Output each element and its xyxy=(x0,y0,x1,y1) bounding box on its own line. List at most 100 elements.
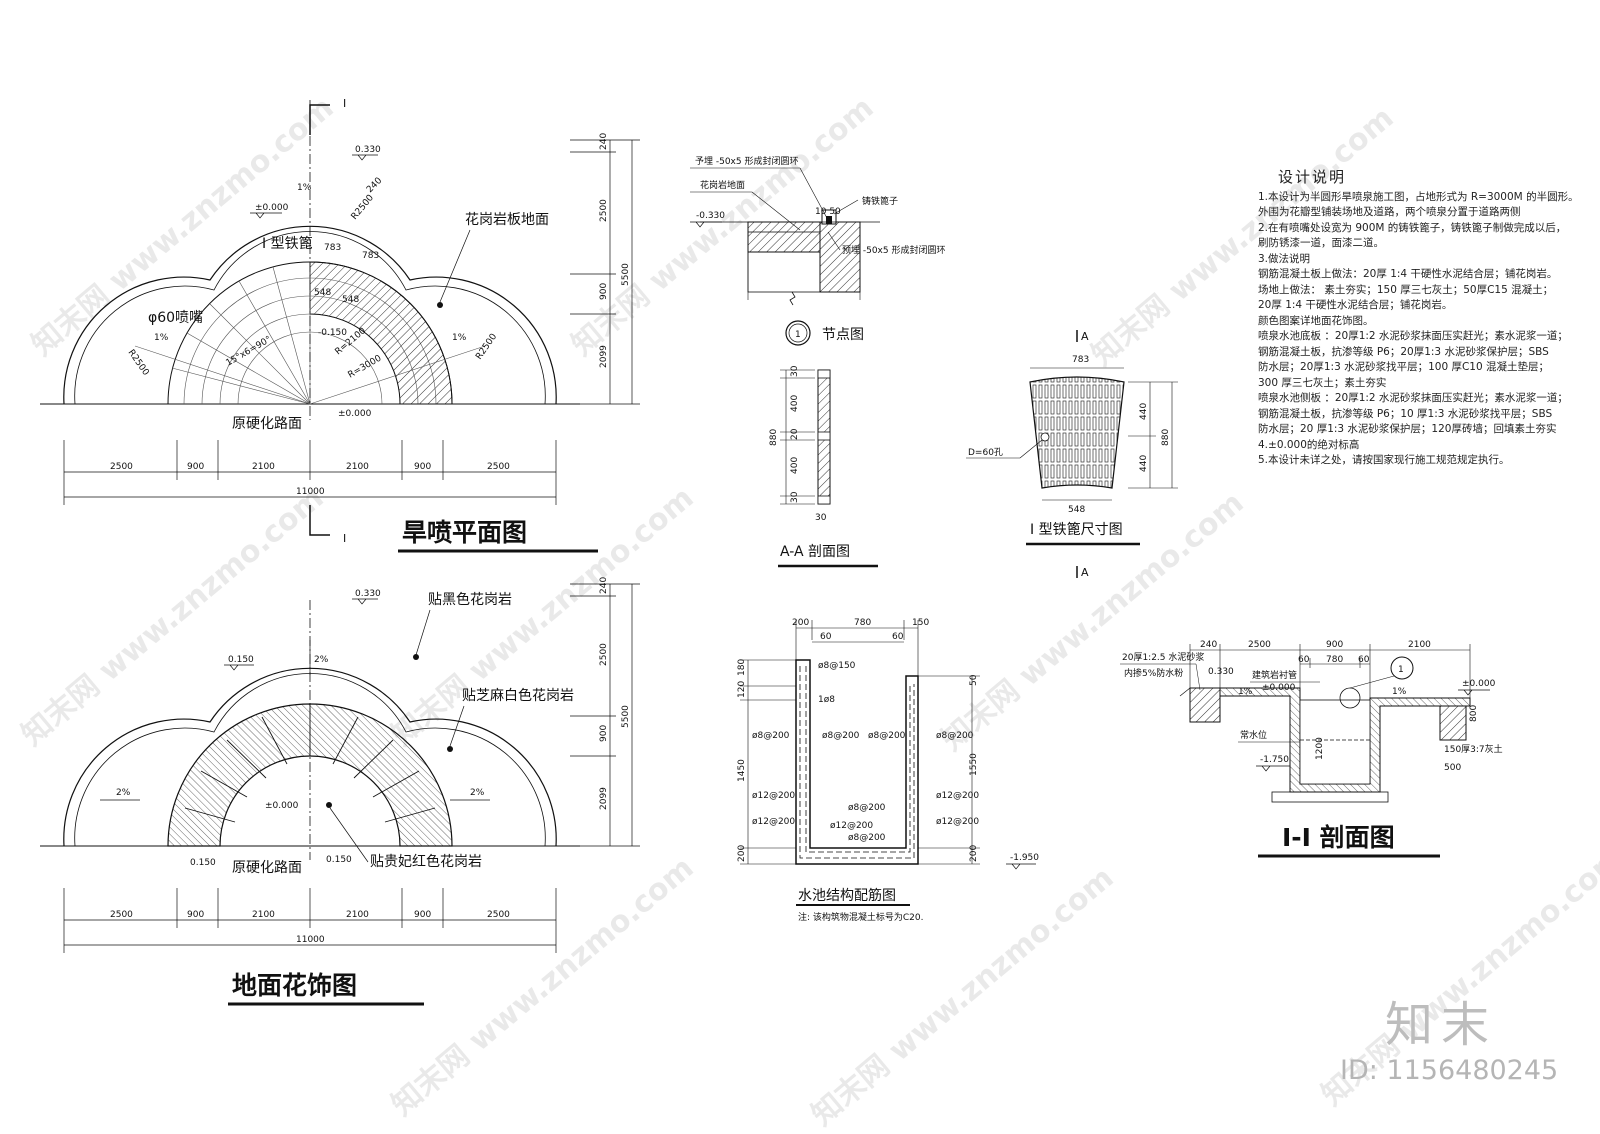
grate-title: I 型铁篦尺寸图 xyxy=(1030,522,1123,538)
pattern-dim-v-2: 2500 xyxy=(599,643,609,666)
pool-title: 水池结构配筋图 xyxy=(798,887,896,904)
ii-dim-800: 800 xyxy=(1469,705,1479,722)
plan-dim-v-total: 5500 xyxy=(621,263,631,286)
ii-sub-dim-1: 60 xyxy=(1298,655,1310,665)
pattern-dim-v-total: 5500 xyxy=(621,705,631,728)
node-elev: -0.330 xyxy=(696,211,725,221)
plan-dim-v-3: 900 xyxy=(599,283,609,300)
plan-label-road: 原硬化路面 xyxy=(232,416,302,432)
pool-rebar-13: ø12@200 xyxy=(936,817,979,827)
pool-left-dim-1: 180 xyxy=(737,659,747,676)
ii-dim-500: 500 xyxy=(1444,763,1461,773)
node-number: 1 xyxy=(795,330,801,340)
pattern-elev-150c: 0.150 xyxy=(326,855,352,865)
notes-line: 场地上做法： 素土夯实；150 厚三七灰土；50厚C15 混凝土； xyxy=(1258,283,1554,296)
plan-section-mark-bottom: I xyxy=(343,532,346,545)
plan-dim-h-6: 2500 xyxy=(487,462,510,472)
ii-dim-1200: 1200 xyxy=(1315,737,1325,760)
ii-label-pipe: 建筑岩衬管 xyxy=(1252,669,1297,681)
pool-rebar-9: ø8@200 xyxy=(848,803,886,813)
pool-rebar: 200 780 150 60 60 180 120 1450 200 50 15… xyxy=(737,618,1039,923)
pattern-dim-h-3: 2100 xyxy=(252,910,275,920)
pattern-label-white: 贴芝麻白色花岗岩 xyxy=(462,687,574,704)
section-ii: 1 240 2500 900 2100 60 780 60 20厚1:2.5 水… xyxy=(1120,640,1503,858)
notes-line: 刷防锈漆一道，面漆二道。 xyxy=(1258,237,1384,249)
design-notes: 设计说明 1.本设计为半圆形旱喷泉施工图，占地形式为 R=3000M 的半圆形。… xyxy=(1258,169,1593,469)
section-aa: 30 400 20 400 30 880 30 A-A 剖面图 xyxy=(769,365,878,568)
aa-dim-4: 400 xyxy=(790,457,800,474)
pool-rebar-2: 1ø8 xyxy=(818,695,835,705)
grate-h1: 440 xyxy=(1139,403,1149,420)
plan-drawing: I I 花岗岩板地面 I 型铁篦 φ60喷嘴 原硬化路面 0.330 ±0.00… xyxy=(40,97,640,553)
plan-d783a: 783 xyxy=(324,243,341,253)
pattern-dim-v-4: 2099 xyxy=(599,787,609,810)
plan-r2500: R2500 xyxy=(350,193,377,222)
plan-elev-top: 0.330 xyxy=(355,145,381,155)
notes-line: 20厚 1:4 干硬性水泥结合层；铺花岗岩。 xyxy=(1258,299,1453,311)
pattern-dim-h-2: 900 xyxy=(187,910,204,920)
pool-right-dim-3: 200 xyxy=(969,845,979,862)
ii-sub-dim-3: 60 xyxy=(1358,655,1370,665)
notes-line: 1.本设计为半圆形旱喷泉施工图，占地形式为 R=3000M 的半圆形。 xyxy=(1258,190,1579,203)
plan-elev-zero: ±0.000 xyxy=(255,203,289,213)
aa-dim-5: 30 xyxy=(790,491,800,503)
plan-elev-neg: -0.150 xyxy=(318,328,347,338)
grate-total: 880 xyxy=(1161,429,1171,446)
pool-rebar-6: ø8@200 xyxy=(936,731,974,741)
pool-sub-dim-1: 60 xyxy=(820,632,832,642)
ii-elev-0b: ±0.000 xyxy=(1462,679,1496,689)
pattern-dim-h-6: 2500 xyxy=(487,910,510,920)
pattern-drawing: 贴黑色花岗岩 贴芝麻白色花岗岩 贴贵妃红色花岗岩 原硬化路面 0.330 0.1… xyxy=(40,577,640,1006)
plan-slope-left: 1% xyxy=(154,333,169,343)
plan-dim-v-4: 2099 xyxy=(599,345,609,368)
pool-left-dim-3: 1450 xyxy=(737,759,747,782)
pool-rebar-3: ø8@200 xyxy=(752,731,790,741)
plan-r2500-right: R2500 xyxy=(474,332,499,362)
node-label-grate: 铸铁篦子 xyxy=(862,195,898,207)
pool-rebar-5: ø8@200 xyxy=(868,731,906,741)
plan-dim-v-1: 240 xyxy=(599,133,609,150)
notes-line: 防水层；20厚1:3 水泥砂浆找平层；100 厚C10 混凝土垫层； xyxy=(1258,361,1550,373)
pattern-dim-h-4: 2100 xyxy=(346,910,369,920)
aa-dim-2: 400 xyxy=(790,395,800,412)
pattern-dim-v-3: 900 xyxy=(599,725,609,742)
pool-right-dim-2: 1550 xyxy=(969,753,979,776)
pool-top-dim-1: 200 xyxy=(792,618,809,628)
ii-top-dim-4: 2100 xyxy=(1408,640,1431,650)
ii-top-dim-3: 900 xyxy=(1326,640,1343,650)
plan-elev-zero-road: ±0.000 xyxy=(338,409,372,419)
plan-r2500-left: R2500 xyxy=(126,348,151,378)
pattern-dim-total: 11000 xyxy=(296,935,325,945)
aa-dim-1: 30 xyxy=(790,365,800,377)
node-title: 节点图 xyxy=(822,327,864,343)
plan-dim-h-2: 900 xyxy=(187,462,204,472)
plan-dim-h-1: 2500 xyxy=(110,462,133,472)
pattern-elev-zero: ±0.000 xyxy=(265,801,299,811)
plan-title: 旱喷平面图 xyxy=(402,518,527,547)
ii-top-dim-2: 2500 xyxy=(1248,640,1271,650)
ii-elev-1750: -1.750 xyxy=(1260,755,1289,765)
grate-hole: D=60孔 xyxy=(968,447,1003,458)
grate-mark-bottom: A xyxy=(1081,566,1089,579)
pattern-slope-left: 2% xyxy=(116,788,131,798)
notes-line: 颜色图案详地面花饰图。 xyxy=(1258,314,1374,327)
plan-angle: 15°x6=90° xyxy=(225,335,274,369)
notes-line: 4.±0.000的绝对标高 xyxy=(1258,438,1360,451)
plan-dim-total: 11000 xyxy=(296,487,325,497)
pool-rebar-12: ø12@200 xyxy=(830,821,873,831)
pattern-slope-right: 2% xyxy=(470,788,485,798)
pattern-dim-h-1: 2500 xyxy=(110,910,133,920)
plan-slope-top: 1% xyxy=(297,183,312,193)
plan-dim-h-5: 900 xyxy=(414,462,431,472)
ii-label-lime: 150厚3:7灰土 xyxy=(1444,743,1503,755)
plan-d240: 240 xyxy=(365,176,384,195)
notes-line: 喷泉水池侧板 ：20厚1:2 水泥砂浆抹面压实赶光；素水泥浆一道； xyxy=(1258,392,1568,404)
pool-rebar-1: ø8@150 xyxy=(818,661,856,671)
pool-elev: -1.950 xyxy=(1010,853,1039,863)
grate-bottom-dim: 548 xyxy=(1068,505,1085,515)
plan-slope-right: 1% xyxy=(452,333,467,343)
aa-dim-total: 880 xyxy=(769,429,779,446)
ii-node-number: 1 xyxy=(1398,665,1404,675)
grate-top-dim: 783 xyxy=(1072,355,1089,365)
pool-note: 注: 该构筑物混凝土标号为C20. xyxy=(798,911,924,923)
